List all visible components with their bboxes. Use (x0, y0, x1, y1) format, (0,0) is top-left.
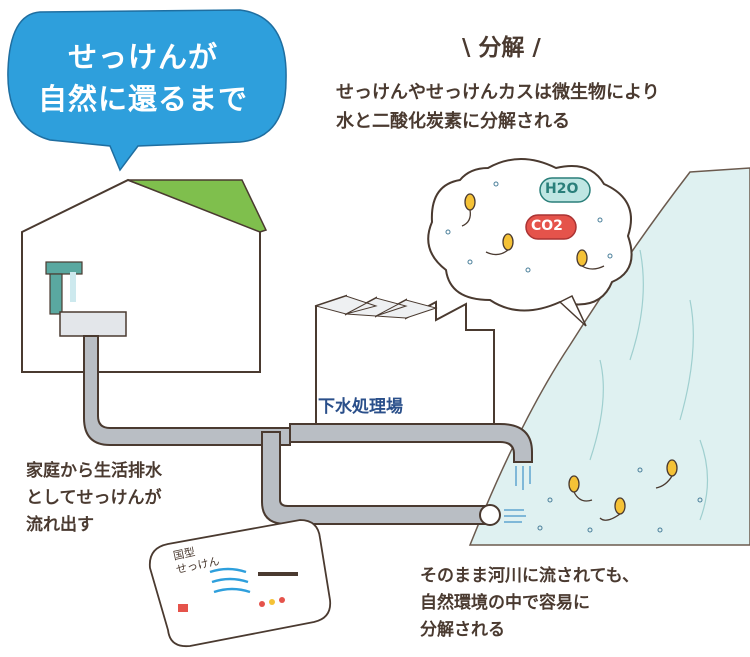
slash-right: / (524, 35, 541, 61)
outflow-water (504, 466, 531, 523)
decomposition-cloud (427, 158, 633, 327)
decomposition-heading: \ 分解 / (462, 28, 541, 62)
decomposition-line2: 水と二酸化炭素に分解される (336, 111, 570, 132)
soap-box (148, 519, 332, 648)
slash-left: \ (462, 35, 479, 61)
household-line2: としてせっけんが (26, 488, 162, 508)
river-description: そのまま河川に流されても、 自然環境の中で容易に 分解される (420, 563, 639, 644)
decomposition-line1: せっけんやせっけんカスは微生物により (336, 82, 660, 103)
decomposition-description: せっけんやせっけんカスは微生物により 水と二酸化炭素に分解される (336, 78, 660, 136)
faucet-icon (45, 261, 83, 275)
bubbles (445, 181, 703, 533)
river-line1: そのまま河川に流されても、 (420, 566, 640, 586)
bubble-title-line2: 自然に還るまで (37, 82, 248, 116)
microbe-tails (461, 209, 673, 521)
household-line1: 家庭から生活排水 (26, 461, 162, 481)
h2o-badge (539, 177, 591, 203)
co2-label: CO2 (531, 218, 563, 234)
drain-pipe (83, 335, 533, 526)
h2o-label: H2O (545, 181, 579, 197)
speech-bubble (7, 9, 287, 172)
sink (59, 311, 127, 337)
house (21, 178, 268, 373)
decomposition-heading-text: 分解 (478, 35, 525, 61)
treatment-plant (314, 294, 495, 431)
bubble-title-line1: せっけんが (67, 40, 218, 74)
plant-label: 下水処理場 (318, 397, 403, 417)
household-description: 家庭から生活排水 としてせっけんが 流れ出す (26, 458, 162, 539)
river-line3: 分解される (420, 620, 505, 640)
household-line3: 流れ出す (26, 515, 94, 535)
co2-badge (525, 214, 577, 240)
bubble-title: せっけんが 自然に還るまで (18, 36, 268, 120)
river-line2: 自然環境の中で容易に (420, 593, 590, 613)
